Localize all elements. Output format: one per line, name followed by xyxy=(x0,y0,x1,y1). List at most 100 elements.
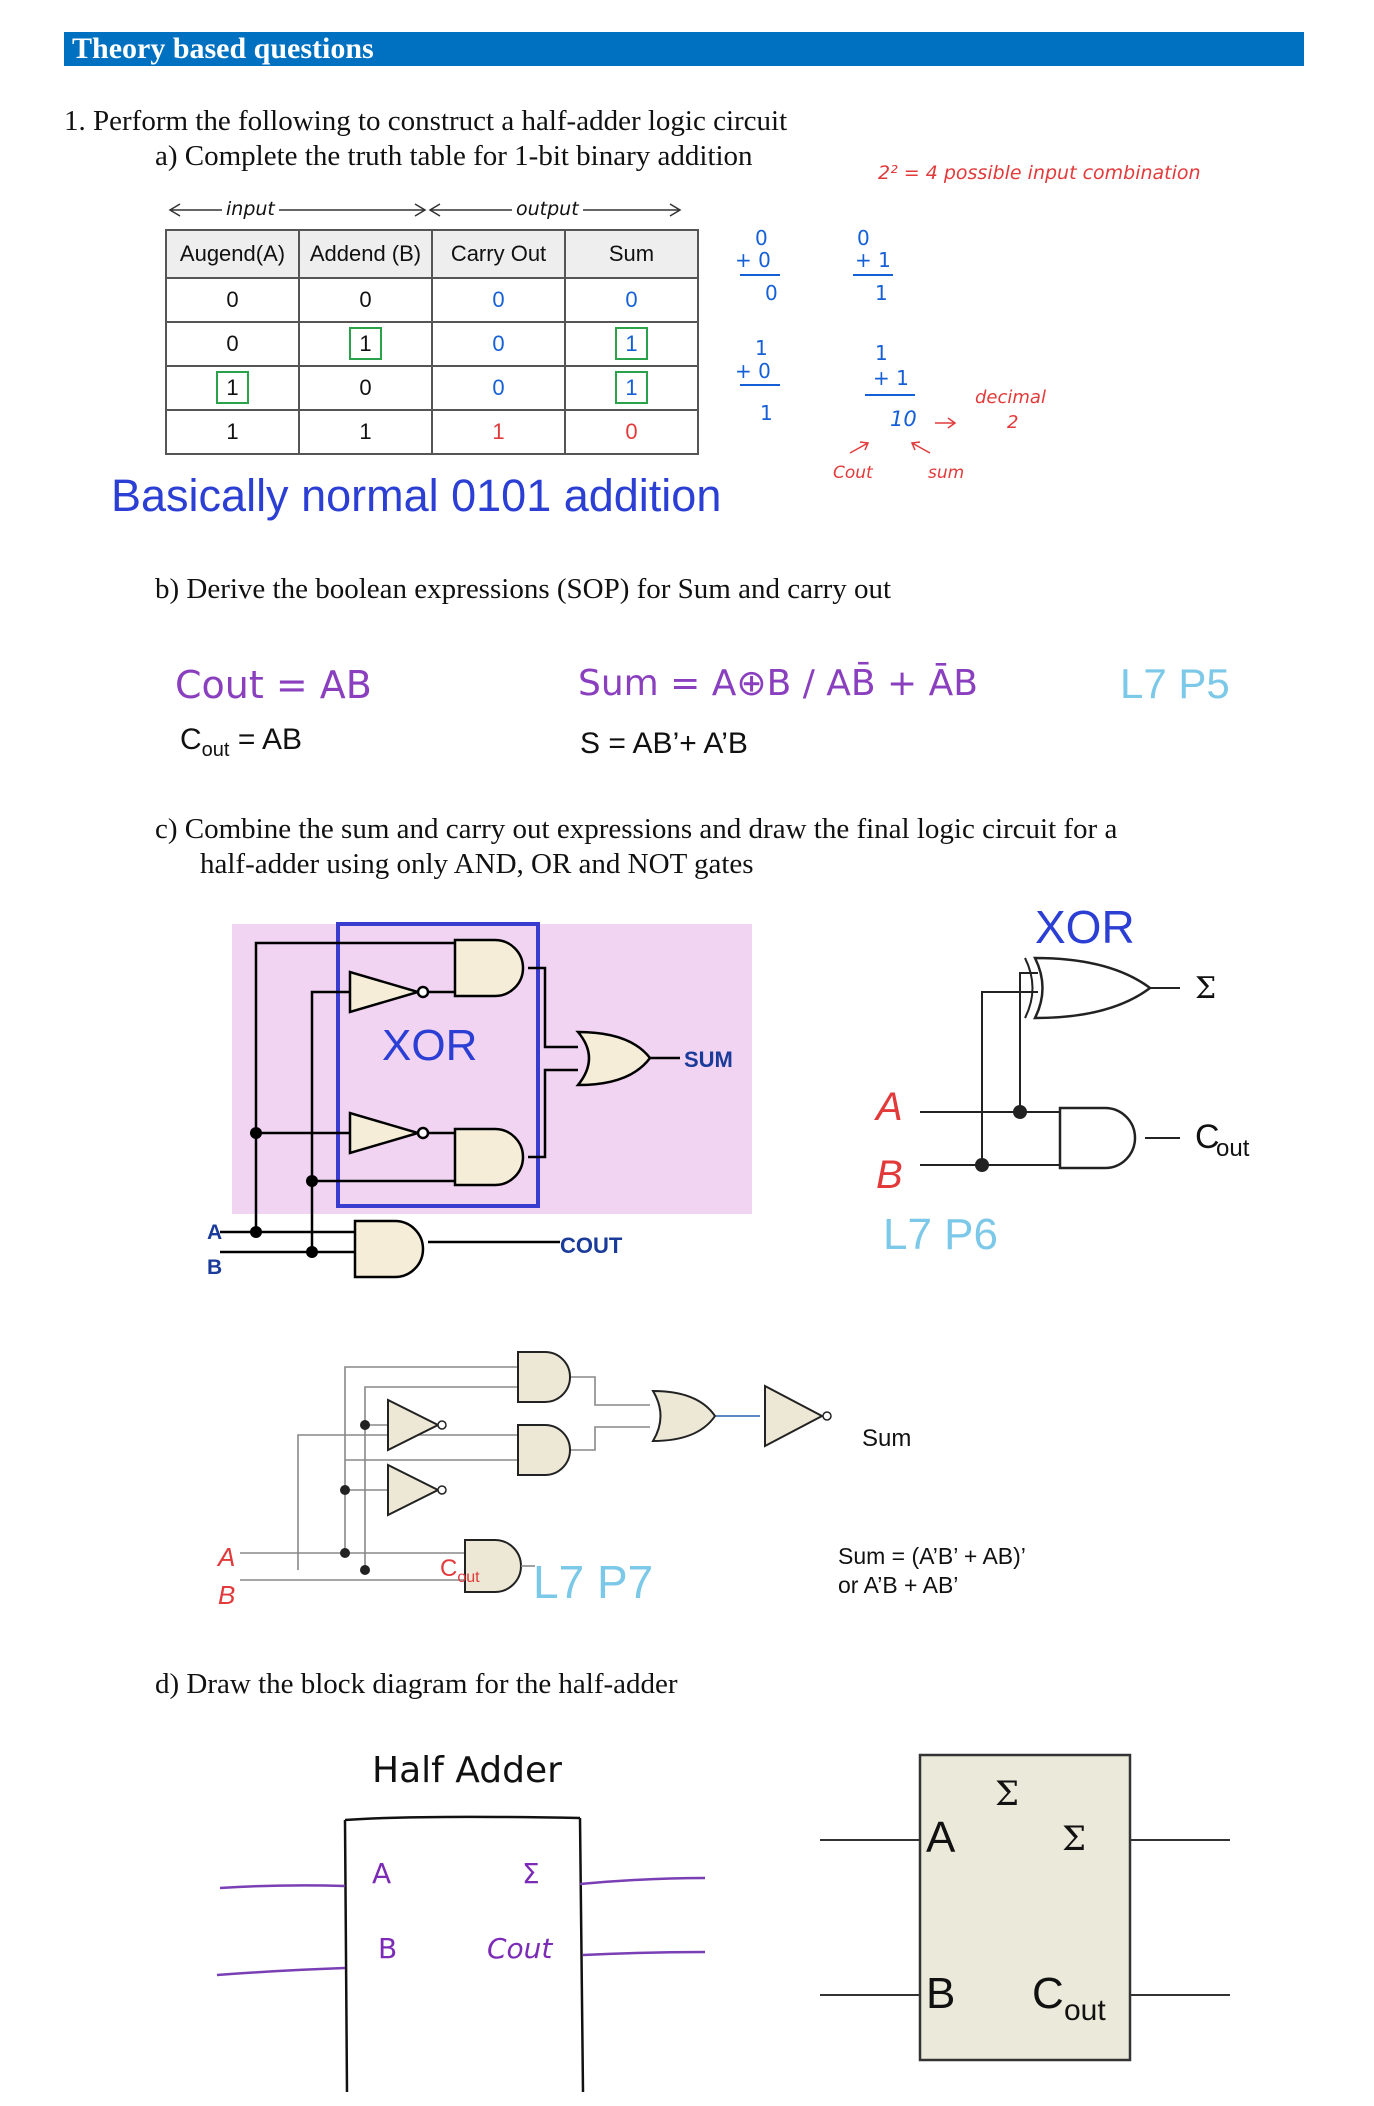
svg-text:1: 1 xyxy=(755,336,768,360)
half-adder-block-handdrawn xyxy=(216,1815,706,2093)
cell-b: 0 xyxy=(298,365,433,411)
cell-a: 1 xyxy=(165,365,300,411)
section-header: Theory based questions xyxy=(64,32,1304,66)
cell-carry: 0 xyxy=(431,277,566,323)
svg-text:+ 0: + 0 xyxy=(735,359,771,383)
ref-l7p6: L7 P6 xyxy=(883,1210,998,1259)
output-label: output xyxy=(512,198,583,220)
half-adder-circuit-2: Σ C out xyxy=(920,956,1250,1172)
col-header-carry: Carry Out xyxy=(431,229,566,279)
table-row: 0 0 0 0 xyxy=(165,277,699,323)
half-adder-title: Half Adder xyxy=(372,1750,562,1791)
input-a-label: A xyxy=(207,1221,222,1244)
nor-or-gate xyxy=(651,1389,717,1443)
col-header-augend: Augend(A) xyxy=(165,229,300,279)
cell-carry: 0 xyxy=(431,365,566,411)
svg-text:1: 1 xyxy=(875,341,888,365)
not-gate-a xyxy=(387,1398,441,1452)
table-row: 1 1 1 0 xyxy=(165,409,699,455)
sigma-output: Σ xyxy=(1195,971,1216,1006)
sum-typed: S = AB’+ A’B xyxy=(580,727,748,760)
cout-annotation: Cout xyxy=(833,463,873,483)
table-row: 0 1 0 1 xyxy=(165,321,699,367)
block-output-sigma: Σ xyxy=(522,1857,540,1890)
sum-output-3: Sum xyxy=(862,1425,912,1452)
input-b-label: B xyxy=(207,1256,222,1279)
svg-text:1: 1 xyxy=(875,281,888,305)
sum-output-label: SUM xyxy=(684,1047,733,1072)
decimal-label: decimal xyxy=(975,387,1046,408)
and-gate-cout xyxy=(353,1219,425,1279)
svg-text:+ 0: + 0 xyxy=(735,248,771,272)
cout-output-label: COUT xyxy=(560,1233,623,1258)
final-not-gate xyxy=(764,1384,825,1448)
annotation-arrows xyxy=(849,417,957,454)
cell-a: 0 xyxy=(165,321,300,367)
half-adder-block-typed: Σ A Σ B C out xyxy=(820,1753,1230,2062)
c-output: C xyxy=(1195,1118,1220,1156)
cell-a: 0 xyxy=(165,277,300,323)
block-body xyxy=(918,1753,1132,2062)
addition-scratch: 0 + 0 0 0 + 1 1 1 + 0 1 1 + 1 xyxy=(735,226,915,425)
input-b-label-2: B xyxy=(876,1153,903,1197)
question-1d: d) Draw the block diagram for the half-a… xyxy=(155,1668,678,1700)
input-a-label-3: A xyxy=(218,1542,236,1572)
and-gate-cout xyxy=(464,1539,522,1593)
cell-sum: 0 xyxy=(564,409,699,455)
not-gate-2 xyxy=(348,1111,423,1155)
section-title: Theory based questions xyxy=(72,32,374,65)
table-row: 1 0 0 1 xyxy=(165,365,699,411)
block-out: out xyxy=(1064,1994,1106,2027)
block-input-b: B xyxy=(378,1932,398,1965)
col-header-addend: Addend (B) xyxy=(298,229,433,279)
cout-typed: Cout = AB xyxy=(180,723,303,761)
sum-handwritten: Sum = A⊕B / AB̄ + ĀB xyxy=(578,663,978,704)
cout-output-3: Cout xyxy=(440,1555,480,1586)
xor-gate xyxy=(1032,956,1153,1020)
question-1c-line2: half-adder using only AND, OR and NOT ga… xyxy=(200,848,754,880)
svg-text:0: 0 xyxy=(755,226,768,250)
or-gate xyxy=(575,1030,652,1087)
cell-sum: 1 xyxy=(564,365,699,411)
xor-box xyxy=(336,922,540,1208)
cell-b: 1 xyxy=(298,321,433,367)
input-label: input xyxy=(222,198,279,220)
ref-l7p5: L7 P5 xyxy=(1120,660,1230,707)
block-sigma: Σ xyxy=(1062,1819,1086,1859)
basically-note: Basically normal 0101 addition xyxy=(111,470,722,521)
block-c: C xyxy=(1032,1969,1064,2018)
cell-sum: 0 xyxy=(564,277,699,323)
and-gate-mid xyxy=(517,1424,571,1476)
cell-sum: 1 xyxy=(564,321,699,367)
and-gate xyxy=(1058,1106,1137,1170)
col-header-sum: Sum xyxy=(564,229,699,279)
question-1c-line1: c) Combine the sum and carry out express… xyxy=(155,813,1118,845)
block-input-a: A xyxy=(372,1857,392,1890)
block-a: A xyxy=(926,1813,956,1862)
half-adder-circuit-3 xyxy=(240,1351,832,1593)
svg-text:0: 0 xyxy=(765,281,778,305)
not-gate-1 xyxy=(348,970,423,1014)
cout-handwritten: Cout = AB xyxy=(175,663,372,707)
ref-l7p7: L7 P7 xyxy=(533,1556,654,1608)
svg-text:0: 0 xyxy=(857,226,870,250)
svg-text:+ 1: + 1 xyxy=(855,248,891,272)
question-1-intro: 1. Perform the following to construct a … xyxy=(64,105,788,137)
sum-annotation: sum xyxy=(928,463,965,483)
cell-b: 1 xyxy=(298,409,433,455)
cell-a: 1 xyxy=(165,409,300,455)
block-sigma-top: Σ xyxy=(995,1774,1019,1814)
not-gate-b xyxy=(387,1463,441,1517)
block-output-cout: Cout xyxy=(487,1932,553,1965)
and-gate-2 xyxy=(453,1127,525,1187)
and-gate-1 xyxy=(453,938,525,998)
half-adder-circuit-1: XOR SUM COUT A B xyxy=(207,922,752,1279)
svg-text:1: 1 xyxy=(760,401,773,425)
sum-equation-1: Sum = (A’B’ + AB)’ xyxy=(838,1543,1026,1569)
svg-text:+ 1: + 1 xyxy=(873,366,909,390)
xor-label-2: XOR xyxy=(1035,901,1135,953)
xor-label: XOR xyxy=(382,1021,477,1070)
table-header-row: Augend(A) Addend (B) Carry Out Sum xyxy=(165,229,699,279)
question-1a: a) Complete the truth table for 1-bit bi… xyxy=(155,140,753,172)
block-b: B xyxy=(926,1969,955,2018)
